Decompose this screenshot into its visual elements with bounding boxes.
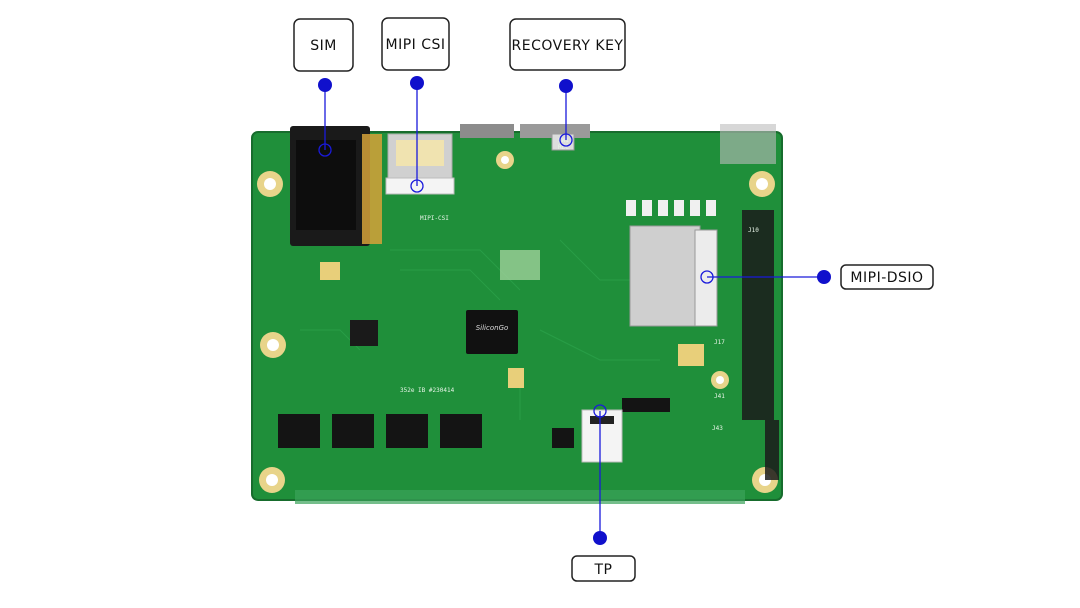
callout-leaders [324, 83, 824, 538]
mipi-dsio-target-ring [700, 270, 714, 284]
recovery-key-dot [559, 79, 573, 93]
recovery-key-label: RECOVERY KEY [512, 38, 624, 54]
sim-dot [318, 78, 332, 92]
chip-brand: SiliconGo [476, 324, 509, 332]
callout-dots [318, 76, 831, 545]
main-soc: SiliconGo [466, 310, 518, 354]
recovery-key-target-ring [559, 133, 573, 147]
mipi-csi-target-ring [410, 179, 424, 193]
callout-mipi-dsio: MIPI-DSIO [840, 264, 934, 290]
tp-target-ring [593, 404, 607, 418]
silk-code-5: J10 [748, 227, 759, 234]
callout-sim: SIM [293, 18, 354, 72]
tp-label-box [571, 555, 636, 582]
tp-label: TP [594, 562, 613, 578]
mipi-dsio-dot [817, 270, 831, 284]
tp-connector [581, 409, 623, 463]
tp-dot [593, 531, 607, 545]
sim-label: SIM [310, 38, 337, 54]
mipi-csi-dot [410, 76, 424, 90]
silk-code-1: 352e IB #230414 [400, 387, 455, 394]
callout-recovery-key: RECOVERY KEY [509, 18, 626, 71]
silk-code-3: SW1 [558, 137, 569, 144]
mipi-csi-label: MIPI CSI [385, 37, 445, 53]
recovery-key-label-box [509, 18, 626, 71]
sim-target-ring [318, 143, 332, 157]
mipi-dsio-label-box [840, 264, 934, 290]
callout-mipi-csi: MIPI CSI [381, 17, 450, 71]
silk-code-7: J41 [714, 393, 725, 400]
mipi-dsio-label: MIPI-DSIO [850, 270, 923, 286]
silk-code-6: J17 [714, 339, 725, 346]
sim-label-box [293, 18, 354, 72]
mipi-csi-connector [385, 133, 455, 195]
silk-code-2: MIPI-CSI [420, 215, 449, 222]
silk-code-8: J43 [712, 425, 723, 432]
silk-code-4: REC [558, 144, 569, 151]
callout-targets [318, 133, 714, 418]
pcb-board: SiliconGo [251, 124, 783, 504]
sim-holder [290, 126, 382, 246]
callout-tp: TP [571, 555, 636, 582]
mounting-holes [257, 151, 778, 493]
mipi-csi-label-box [381, 17, 450, 71]
